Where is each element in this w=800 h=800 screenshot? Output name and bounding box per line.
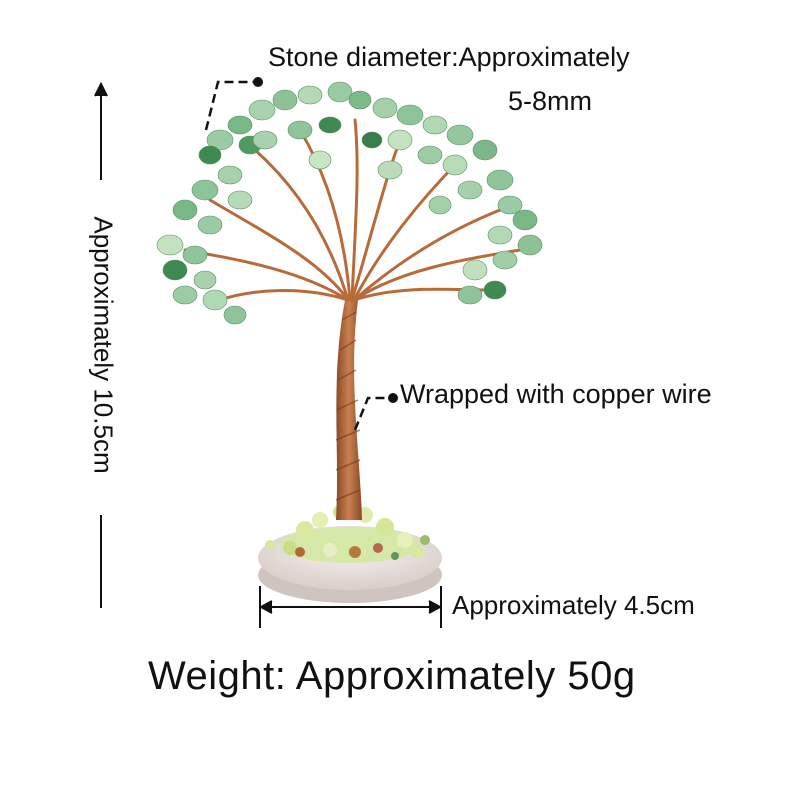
stone-leaves xyxy=(156,81,543,325)
width-label: Approximately 4.5cm xyxy=(452,590,695,620)
copper-trunk xyxy=(335,300,362,520)
width-dimension-arrow xyxy=(258,586,443,628)
stone-diameter-value: 5-8mm xyxy=(508,86,593,116)
stone-diameter-leader xyxy=(204,77,263,131)
stone-diameter-label: Stone diameter:Approximately xyxy=(268,42,630,72)
wire-leader xyxy=(353,393,398,431)
weight-label: Weight: Approximately 50g xyxy=(148,654,636,698)
height-label: Approximately 10.5cm xyxy=(88,216,119,474)
height-dimension-arrow xyxy=(94,81,108,608)
tree-base xyxy=(258,526,442,603)
wire-label: Wrapped with copper wire xyxy=(400,379,712,409)
leader-dot-icon xyxy=(388,393,398,403)
leader-dot-icon xyxy=(253,77,263,87)
